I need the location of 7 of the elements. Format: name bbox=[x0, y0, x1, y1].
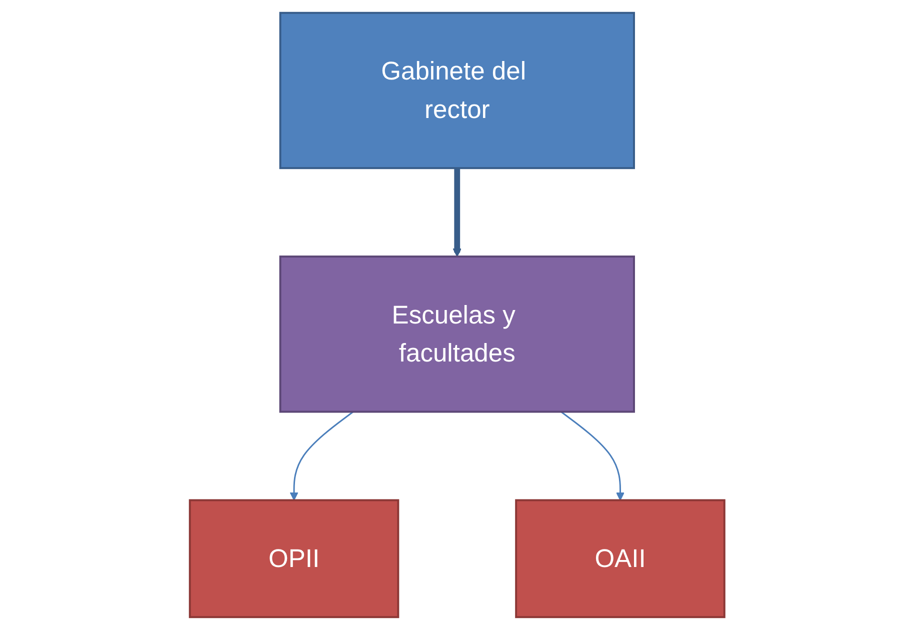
node-box: OAII bbox=[514, 499, 726, 618]
arrow bbox=[560, 411, 624, 501]
node-box: OPII bbox=[188, 499, 400, 618]
arrow bbox=[452, 168, 462, 257]
node-box: Gabinete del rector bbox=[279, 12, 635, 170]
arrow bbox=[290, 411, 354, 501]
node-box: Escuelas y facultades bbox=[279, 256, 635, 413]
